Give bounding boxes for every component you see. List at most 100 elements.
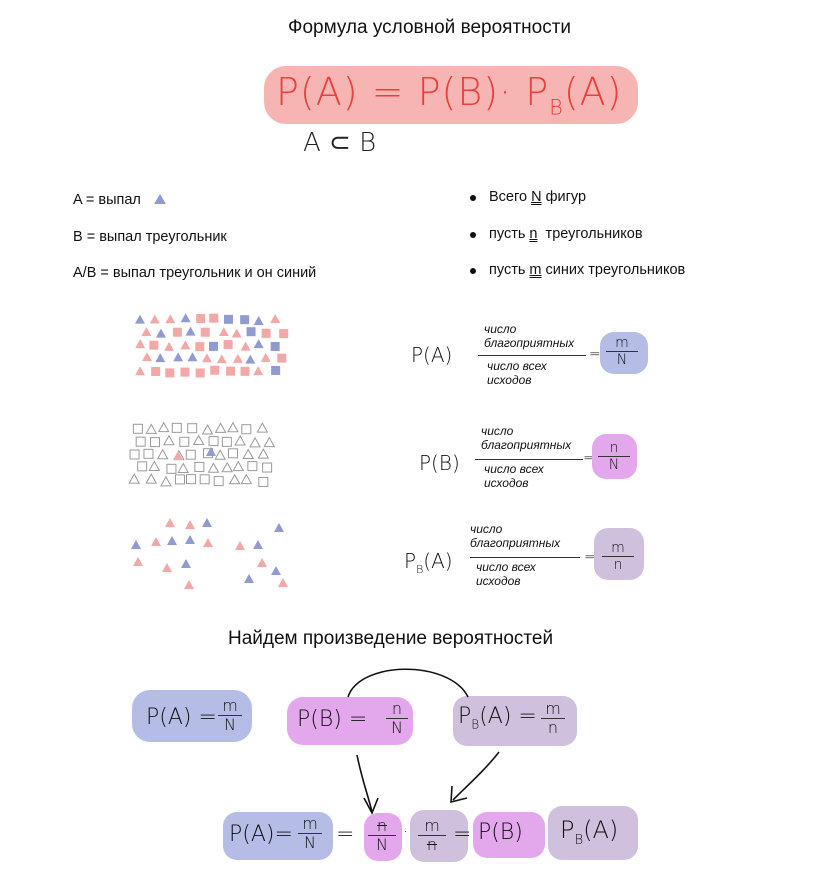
shape-triangle bbox=[167, 536, 177, 545]
frac1-label: P(A) bbox=[411, 343, 453, 367]
shape-square bbox=[223, 339, 233, 349]
pb-label: P(B) = bbox=[297, 707, 368, 732]
pa-highlight bbox=[132, 690, 252, 742]
shape-triangle-outline bbox=[148, 460, 161, 471]
shape-square-outline bbox=[137, 461, 148, 472]
page-title: Формула условной вероятности bbox=[288, 17, 572, 38]
shape-triangle bbox=[164, 341, 175, 351]
shape-square-outline bbox=[179, 436, 190, 447]
shape-square bbox=[261, 328, 271, 338]
shape-triangle bbox=[165, 314, 176, 324]
shape-square bbox=[277, 353, 287, 363]
shape-triangle bbox=[155, 328, 166, 338]
shape-triangle bbox=[203, 538, 213, 547]
frac1-line bbox=[478, 355, 586, 356]
shape-triangle-outline bbox=[201, 423, 214, 435]
shape-triangle bbox=[202, 518, 212, 527]
shape-square bbox=[279, 329, 289, 339]
shape-square-outline bbox=[258, 476, 269, 487]
shape-square-outline bbox=[228, 448, 239, 459]
shape-triangle bbox=[235, 541, 245, 550]
result-pb-highlight bbox=[473, 812, 545, 858]
frac2-num: число благоприятных bbox=[481, 424, 572, 452]
shape-square bbox=[195, 342, 205, 352]
shape-triangle bbox=[245, 354, 256, 364]
shape-square bbox=[246, 327, 256, 337]
frac1-den: число всех исходов bbox=[487, 359, 547, 387]
frac2-label: P(B) bbox=[419, 451, 460, 475]
shape-square bbox=[196, 313, 206, 323]
shape-triangle bbox=[141, 327, 152, 337]
shape-triangle bbox=[253, 339, 264, 349]
result-pa-label: P(A)= bbox=[229, 822, 293, 847]
bullet-triangles: пусть n треугольников bbox=[470, 226, 643, 242]
shape-triangle bbox=[185, 326, 196, 336]
frac3-result-highlight bbox=[594, 528, 644, 580]
shape-triangle-outline bbox=[232, 460, 245, 472]
shape-triangle bbox=[135, 366, 146, 376]
shape-triangle bbox=[244, 574, 254, 583]
shape-square bbox=[270, 341, 280, 351]
shape-square bbox=[271, 365, 281, 375]
formula-pba-arg: (A) bbox=[563, 70, 623, 114]
shape-square-outline bbox=[221, 436, 232, 447]
shape-triangle-outline bbox=[192, 434, 205, 445]
shape-triangle bbox=[181, 559, 191, 568]
main-formula: P(A) = P(B)· PB(A) bbox=[276, 70, 623, 119]
pb-highlight bbox=[287, 697, 413, 745]
shape-triangle bbox=[162, 563, 172, 572]
arrow-pb-down bbox=[356, 754, 373, 813]
frac3-line bbox=[470, 557, 580, 558]
shape-square bbox=[226, 366, 236, 376]
shape-square bbox=[172, 327, 182, 337]
shape-square-outline bbox=[171, 422, 182, 433]
shape-triangle bbox=[253, 366, 264, 376]
result-pa-highlight bbox=[223, 812, 333, 860]
result-pb-label: P(B) bbox=[478, 820, 523, 845]
shape-triangle-outline bbox=[145, 473, 158, 484]
shape-triangle bbox=[271, 566, 281, 575]
shape-triangle bbox=[253, 315, 264, 325]
shape-triangle bbox=[180, 340, 191, 350]
shape-square-outline bbox=[185, 449, 196, 460]
frac2-den: число всех исходов bbox=[484, 462, 544, 490]
shape-triangle bbox=[173, 451, 183, 460]
shape-square-outline bbox=[129, 449, 140, 460]
shape-triangle-outline bbox=[242, 448, 255, 459]
arrow-pba-down bbox=[452, 751, 500, 801]
shape-triangle bbox=[134, 314, 145, 324]
shape-square-outline bbox=[135, 436, 146, 447]
shape-square bbox=[151, 366, 161, 376]
result-eq1: = bbox=[336, 822, 355, 847]
shape-square-outline bbox=[143, 448, 154, 459]
shape-square bbox=[165, 368, 175, 378]
formula-eq: = bbox=[371, 70, 405, 114]
shape-triangle-outline bbox=[128, 473, 141, 484]
formula-lhs: P(A) bbox=[276, 70, 359, 114]
shape-triangle bbox=[185, 535, 195, 544]
shape-triangle-outline bbox=[228, 473, 241, 485]
blue-triangle-icon bbox=[153, 194, 166, 204]
shape-triangle bbox=[274, 523, 284, 532]
shape-triangle bbox=[253, 540, 263, 549]
shape-triangle bbox=[165, 518, 175, 527]
shape-triangle-outline bbox=[240, 473, 253, 485]
shape-triangle bbox=[218, 326, 229, 336]
shape-square-outline bbox=[132, 423, 143, 434]
shape-triangle-outline bbox=[256, 422, 269, 433]
shape-triangle bbox=[185, 520, 195, 529]
shape-triangle-outline bbox=[214, 449, 227, 460]
main-formula-highlight bbox=[264, 66, 638, 124]
pba-label: PB(A) = bbox=[458, 704, 537, 732]
definition-a: A = выпал bbox=[73, 192, 166, 208]
frac2-line bbox=[475, 459, 583, 460]
shape-triangle-outline bbox=[263, 436, 276, 448]
shape-square bbox=[223, 314, 233, 324]
shape-square-outline bbox=[186, 474, 197, 485]
